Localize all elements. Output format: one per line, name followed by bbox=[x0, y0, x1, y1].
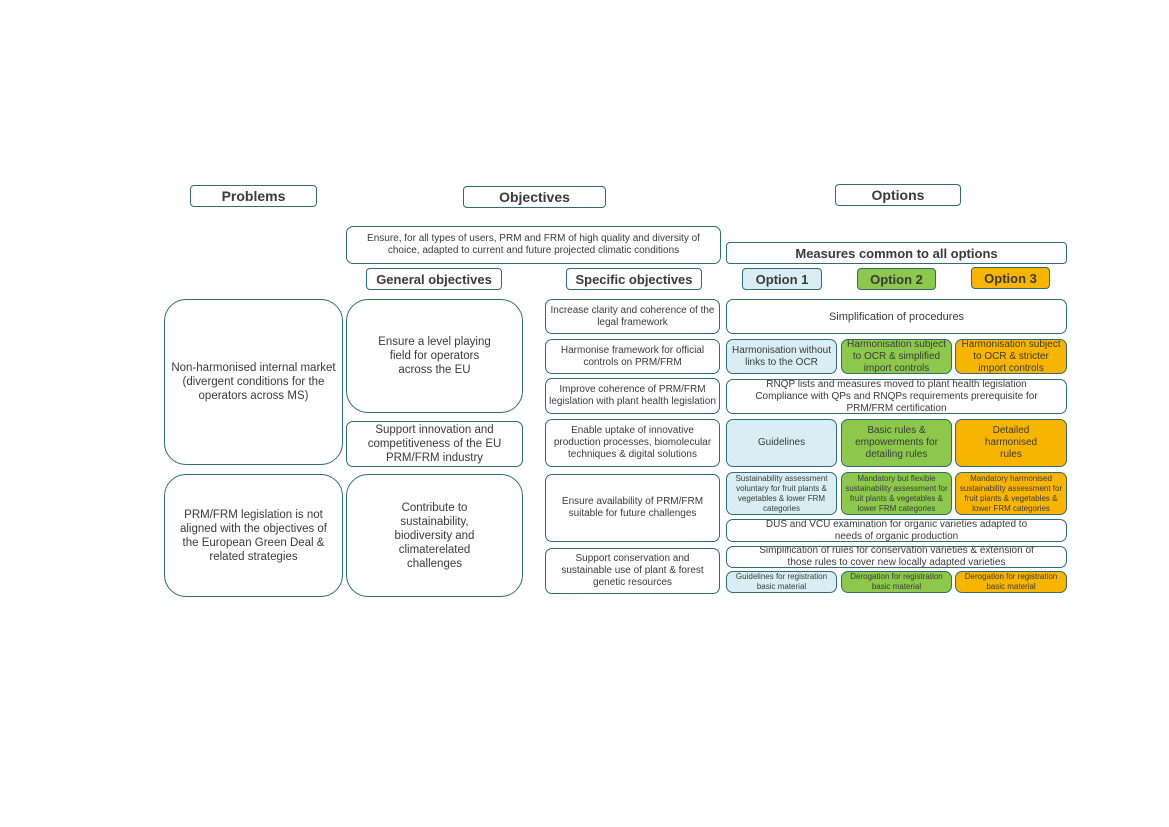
option-3-sustainability: Mandatory harmonised sustainability asse… bbox=[955, 472, 1067, 515]
problem-internal-market: Non-harmonised internal market (divergen… bbox=[164, 299, 343, 465]
problem-green-deal: PRM/FRM legislation is not aligned with … bbox=[164, 474, 343, 597]
specific-objective-future-challenges: Ensure availability of PRM/FRM suitable … bbox=[545, 474, 720, 542]
option-3-label: Option 3 bbox=[971, 267, 1050, 289]
general-objective-sustainability: Contribute to sustainability, biodiversi… bbox=[346, 474, 523, 597]
general-objectives-label: General objectives bbox=[366, 268, 502, 290]
option-3-innovation: Detailed harmonised rules bbox=[955, 419, 1067, 467]
specific-objective-innovative-production: Enable uptake of innovative production p… bbox=[545, 419, 720, 467]
option-2-controls: Harmonisation subject to OCR & simplifie… bbox=[841, 339, 952, 374]
problems-header: Problems bbox=[190, 185, 317, 207]
measure-conservation: Simplification of rules for conservation… bbox=[726, 546, 1067, 568]
option-1-sustainability: Sustainability assessment voluntary for … bbox=[726, 472, 837, 515]
general-objective-innovation: Support innovation and competitiveness o… bbox=[346, 421, 523, 467]
general-objective-level-playing-field: Ensure a level playing field for operato… bbox=[346, 299, 523, 413]
option-2-sustainability: Mandatory but flexible sustainability as… bbox=[841, 472, 952, 515]
option-3-controls: Harmonisation subject to OCR & stricter … bbox=[955, 339, 1067, 374]
objectives-header: Objectives bbox=[463, 186, 606, 208]
measure-rnqp: RNQP lists and measures moved to plant h… bbox=[726, 379, 1067, 414]
option-3-registration: Derogation for registration basic materi… bbox=[955, 571, 1067, 593]
specific-objectives-label: Specific objectives bbox=[566, 268, 702, 290]
measure-simplification: Simplification of procedures bbox=[726, 299, 1067, 334]
option-1-label: Option 1 bbox=[742, 268, 822, 290]
options-header: Options bbox=[835, 184, 961, 206]
measures-common-header: Measures common to all options bbox=[726, 242, 1067, 264]
specific-objective-genetic-resources: Support conservation and sustainable use… bbox=[545, 548, 720, 594]
specific-objective-clarity: Increase clarity and coherence of the le… bbox=[545, 299, 720, 334]
measure-dus-vcu: DUS and VCU examination for organic vari… bbox=[726, 519, 1067, 542]
overall-objective: Ensure, for all types of users, PRM and … bbox=[346, 226, 721, 264]
option-1-innovation: Guidelines bbox=[726, 419, 837, 467]
option-1-controls: Harmonisation without links to the OCR bbox=[726, 339, 837, 374]
option-2-registration: Derogation for registration basic materi… bbox=[841, 571, 952, 593]
option-2-label: Option 2 bbox=[857, 268, 936, 290]
specific-objective-official-controls: Harmonise framework for official control… bbox=[545, 339, 720, 374]
specific-objective-plant-health: Improve coherence of PRM/FRM legislation… bbox=[545, 378, 720, 414]
option-2-innovation: Basic rules & empowerments for detailing… bbox=[841, 419, 952, 467]
option-1-registration: Guidelines for registration basic materi… bbox=[726, 571, 837, 593]
